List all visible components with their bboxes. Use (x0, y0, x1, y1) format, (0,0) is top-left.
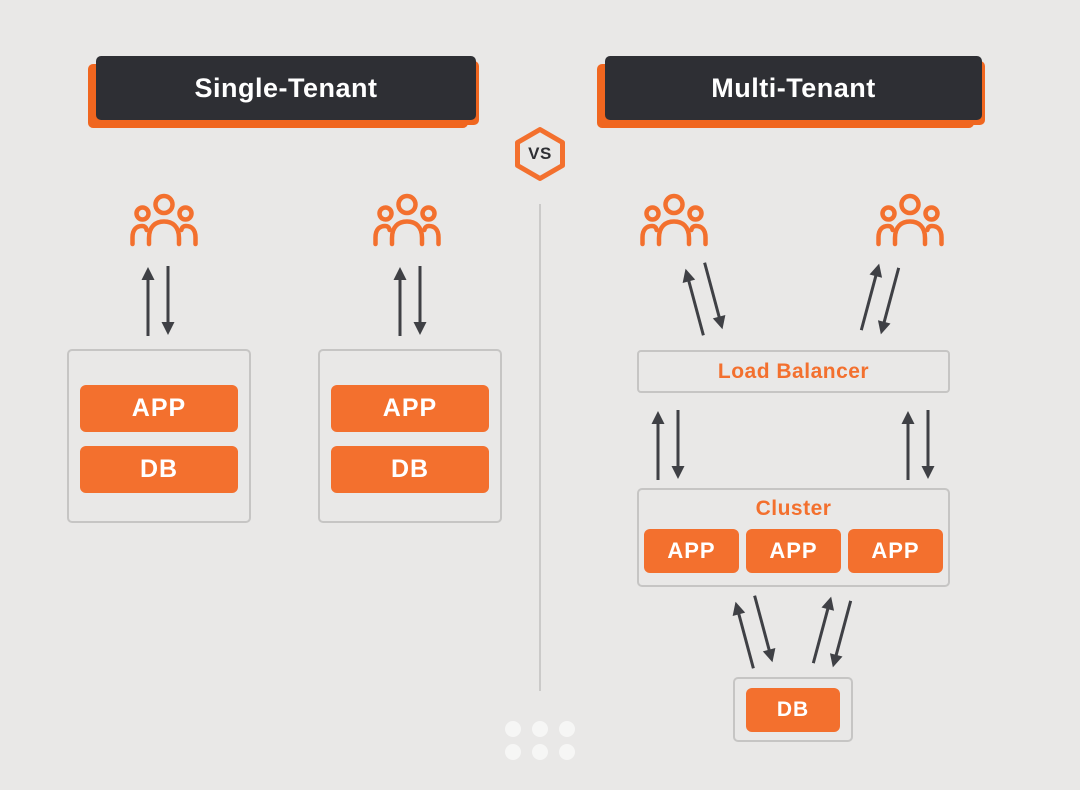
multi-tenant-header: Multi-Tenant (605, 56, 982, 120)
arrow-up-icon (650, 410, 666, 480)
arrow-up-icon (140, 266, 156, 336)
db-box: DB (331, 446, 489, 493)
users-group-icon (372, 192, 442, 248)
arrow-down-icon (160, 266, 176, 336)
data-flow-arrows (678, 261, 731, 338)
arrow-down-icon (412, 266, 428, 336)
db-box: DB (746, 687, 840, 732)
arrow-up-icon (392, 266, 408, 336)
db-box: DB (80, 446, 238, 493)
arrow-up-icon (854, 261, 888, 333)
app-box: APP (80, 385, 238, 432)
data-flow-arrows (392, 266, 428, 336)
arrow-down-icon (747, 594, 781, 666)
arrow-down-icon (825, 599, 859, 671)
arrow-up-icon (900, 410, 916, 480)
data-flow-arrows (140, 266, 176, 336)
arrow-down-icon (920, 410, 936, 480)
arrow-up-icon (806, 594, 840, 666)
dot (559, 721, 575, 737)
tenant-stack-box: APP DB (67, 349, 251, 523)
cluster-apps-row: APP APP APP (639, 521, 948, 573)
tenant-stack-box: APP DB (318, 349, 502, 523)
vs-hexagon-icon (515, 127, 565, 181)
single-tenant-header: Single-Tenant (96, 56, 476, 120)
dot (532, 721, 548, 737)
dot (505, 744, 521, 760)
dot (532, 744, 548, 760)
users-group-icon (639, 192, 709, 248)
cluster-label: Cluster (755, 497, 832, 520)
arrow-down-icon (697, 261, 731, 333)
arrow-down-icon (670, 410, 686, 480)
multi-tenant-title: Multi-Tenant (711, 72, 876, 103)
cluster-box: Cluster APP APP APP (637, 488, 950, 587)
data-flow-arrows (650, 410, 686, 480)
users-group-icon (129, 192, 199, 248)
data-flow-arrows (900, 410, 936, 480)
database-box: DB (733, 677, 853, 742)
users-group-icon (875, 192, 945, 248)
cluster-app-box: APP (746, 529, 841, 573)
arrow-up-icon (678, 266, 712, 338)
arrow-up-icon (728, 599, 762, 671)
load-balancer-label: Load Balancer (717, 359, 870, 383)
cluster-app-box: APP (644, 529, 739, 573)
data-flow-arrows (806, 594, 859, 671)
app-box: APP (331, 385, 489, 432)
data-flow-arrows (728, 594, 781, 671)
arrow-down-icon (873, 266, 907, 338)
cluster-app-box: APP (848, 529, 943, 573)
data-flow-arrows (854, 261, 907, 338)
dot (505, 721, 521, 737)
single-tenant-title: Single-Tenant (194, 72, 378, 103)
vs-badge: VS (512, 125, 568, 183)
vs-label: VS (528, 144, 552, 163)
load-balancer-box: Load Balancer (637, 350, 950, 393)
dots-decoration (505, 721, 575, 760)
vertical-divider (539, 204, 541, 691)
dot (559, 744, 575, 760)
